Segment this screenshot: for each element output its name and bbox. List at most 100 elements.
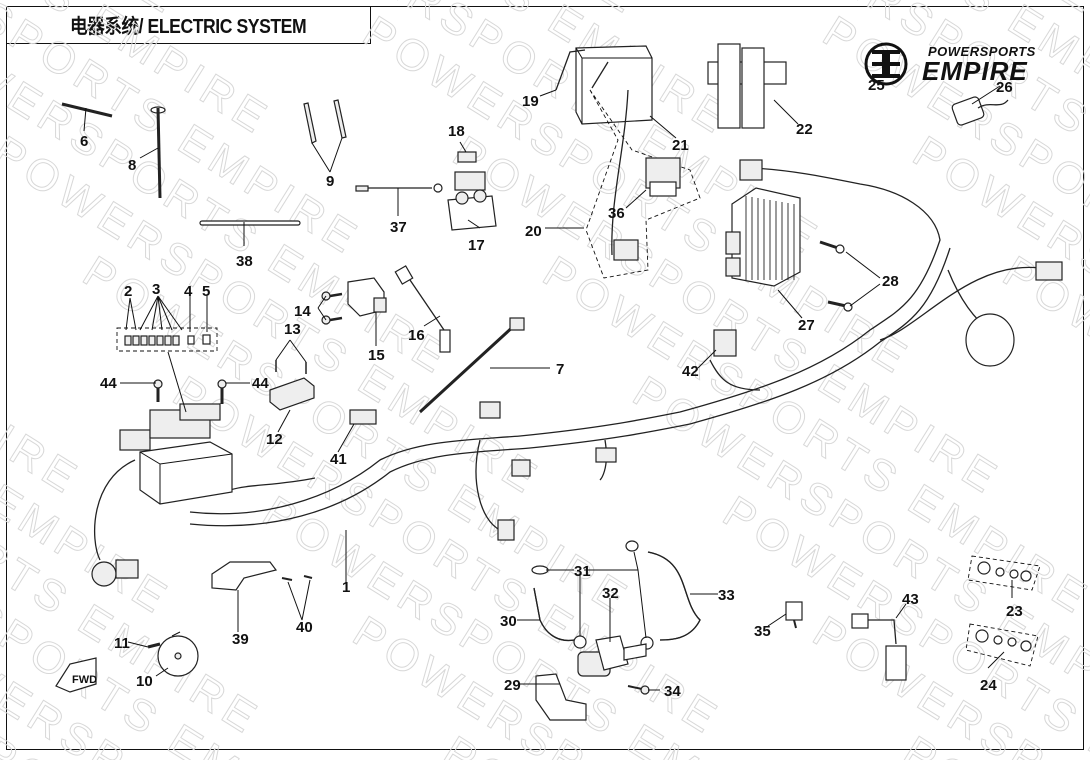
callout-26[interactable]: 26 (996, 79, 1013, 96)
leader-lines (83, 85, 1013, 691)
part-15-ignition-coil[interactable] (347, 277, 387, 317)
part-10-horn[interactable] (157, 631, 199, 677)
empire-emblem-icon (864, 42, 908, 86)
fuse (172, 335, 180, 346)
callout-27[interactable]: 27 (798, 317, 815, 334)
callout-20[interactable]: 20 (525, 223, 542, 240)
part-41-connector[interactable] (349, 409, 377, 425)
part-19-battery-cable[interactable] (555, 49, 609, 91)
part-8-cable-tie[interactable] (150, 106, 166, 199)
callout-5[interactable]: 5 (202, 283, 210, 300)
callout-11[interactable]: 11 (114, 635, 130, 652)
fuse (164, 335, 172, 346)
part-32-valve[interactable] (577, 635, 647, 677)
part-21-battery[interactable] (575, 45, 653, 125)
part-26-sensor[interactable] (951, 96, 1009, 126)
part-16-spark-plug-lead[interactable] (394, 265, 451, 353)
callout-36[interactable]: 36 (608, 205, 625, 222)
callout-25[interactable]: 25 (868, 77, 885, 94)
callout-42[interactable]: 42 (682, 363, 699, 380)
callout-33[interactable]: 33 (718, 587, 735, 604)
part-36-relay[interactable] (645, 157, 681, 197)
callout-21[interactable]: 21 (672, 137, 689, 154)
part-7-cable-tie-mount[interactable] (418, 317, 525, 414)
callout-44[interactable]: 44 (100, 375, 117, 392)
callout-13[interactable]: 13 (284, 321, 301, 338)
callout-18[interactable]: 18 (448, 123, 465, 140)
page-title: 电器系统/ ELECTRIC SYSTEM (70, 16, 307, 38)
fwd-arrow-marker: FWD (55, 657, 97, 693)
callout-43[interactable]: 43 (902, 591, 919, 608)
part-6-cable-tie[interactable] (61, 102, 113, 118)
part-12-ecu[interactable] (269, 377, 315, 411)
fuses-group[interactable] (116, 327, 218, 352)
fuse-box[interactable] (91, 403, 233, 587)
callout-10[interactable]: 10 (136, 673, 153, 690)
part-11-bolt[interactable] (147, 642, 161, 649)
diagram-frame (6, 6, 1084, 750)
callout-2[interactable]: 2 (124, 283, 132, 300)
part-18-relay-cover[interactable] (457, 151, 477, 163)
callout-32[interactable]: 32 (602, 585, 619, 602)
part-35-flasher-relay[interactable] (785, 601, 803, 629)
part-9-cable-ties[interactable] (303, 99, 347, 144)
callout-34[interactable]: 34 (664, 683, 681, 700)
callout-23[interactable]: 23 (1006, 603, 1023, 620)
callout-14[interactable]: 14 (294, 303, 311, 320)
callout-22[interactable]: 22 (796, 121, 813, 138)
callout-19[interactable]: 19 (522, 93, 539, 110)
callout-31[interactable]: 31 (574, 563, 591, 580)
callout-1[interactable]: 1 (342, 579, 350, 596)
part-1-main-wire-harness[interactable] (189, 159, 1063, 541)
callout-28[interactable]: 28 (882, 273, 899, 290)
powersports-empire-logo: POWERSPORTS EMPIRE (864, 42, 1035, 86)
callout-4[interactable]: 4 (184, 283, 193, 300)
callout-40[interactable]: 40 (296, 619, 313, 636)
part-44-screws[interactable] (153, 379, 227, 404)
callout-35[interactable]: 35 (754, 623, 771, 640)
callout-6[interactable]: 6 (80, 133, 88, 150)
part-40-screws[interactable] (281, 575, 313, 581)
part-43-speed-sensor[interactable] (851, 613, 907, 681)
part-37-ground-wire[interactable] (355, 183, 443, 193)
part-42-switch[interactable] (713, 329, 737, 357)
callout-9[interactable]: 9 (326, 173, 334, 190)
callout-30[interactable]: 30 (500, 613, 517, 630)
fuse (140, 335, 148, 346)
fuse (148, 335, 156, 346)
callout-3[interactable]: 3 (152, 281, 160, 298)
callout-38[interactable]: 38 (236, 253, 253, 270)
part-39-bracket[interactable] (211, 561, 278, 591)
part-38-strap[interactable] (199, 220, 301, 226)
fuse (132, 335, 140, 346)
part-22-battery-holder[interactable] (707, 43, 787, 129)
part-28-regulator-bolts[interactable] (819, 240, 853, 312)
part-30-hose[interactable] (533, 587, 575, 642)
part-29-bracket[interactable] (535, 673, 587, 721)
svg-text:FWD: FWD (72, 674, 97, 686)
title-box: 电器系统/ ELECTRIC SYSTEM (6, 6, 371, 44)
part-20-battery-wire-assembly[interactable] (585, 89, 701, 279)
callout-24[interactable]: 24 (980, 677, 997, 694)
callout-17[interactable]: 17 (468, 237, 485, 254)
part-33-hose[interactable] (647, 551, 701, 641)
part-17-starter-relay[interactable] (447, 171, 497, 231)
callout-37[interactable]: 37 (390, 219, 407, 236)
callout-44[interactable]: 44 (252, 375, 269, 392)
callout-15[interactable]: 15 (368, 347, 385, 364)
part-24-connector-kit[interactable] (965, 623, 1039, 667)
part-27-regulator-rectifier[interactable] (725, 187, 801, 287)
part-13-screws[interactable] (275, 360, 307, 374)
part-23-connector-kit[interactable] (967, 555, 1041, 591)
callout-41[interactable]: 41 (330, 451, 347, 468)
fuse (124, 335, 132, 346)
callout-39[interactable]: 39 (232, 631, 249, 648)
fuse (156, 335, 164, 346)
callout-12[interactable]: 12 (266, 431, 283, 448)
callout-8[interactable]: 8 (128, 157, 136, 174)
callout-29[interactable]: 29 (504, 677, 521, 694)
callout-7[interactable]: 7 (556, 361, 564, 378)
callout-16[interactable]: 16 (408, 327, 425, 344)
